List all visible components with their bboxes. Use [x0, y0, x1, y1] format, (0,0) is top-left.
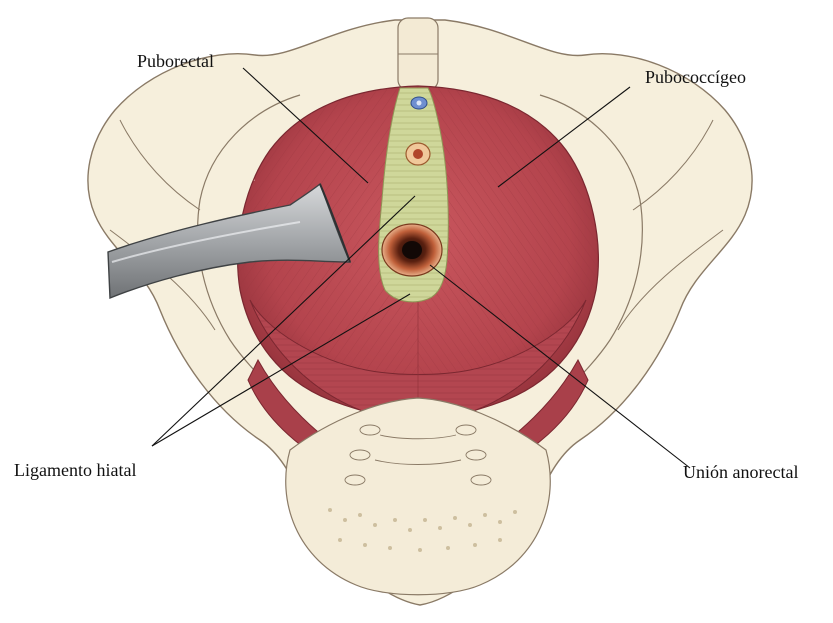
label-pubococcigeo: Pubococcígeo: [645, 68, 746, 86]
label-union-anorectal: Unión anorectal: [683, 463, 798, 481]
anorectal-junction: [382, 224, 442, 276]
label-ligamento-hiatal: Ligamento hiatal: [14, 461, 136, 479]
urethra: [411, 97, 427, 109]
vagina: [406, 143, 430, 165]
pubic-symphysis: [398, 18, 438, 90]
sacrum: [286, 398, 551, 595]
label-puborectal: Puborectal: [137, 52, 214, 70]
